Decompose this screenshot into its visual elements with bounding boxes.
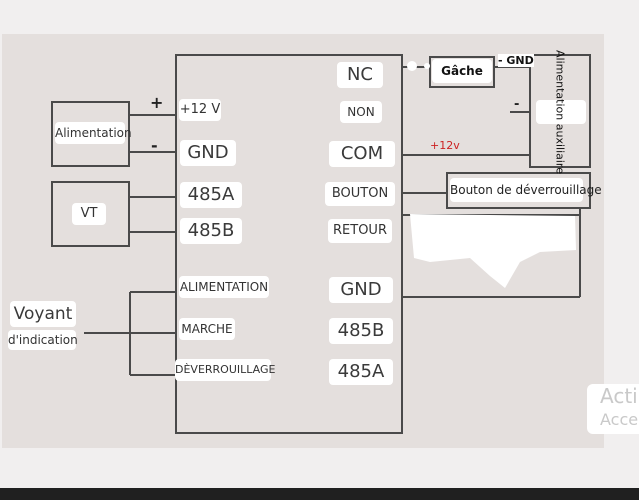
plus12v-red-label: +12v <box>430 139 460 152</box>
terminal-485b-left: 485B <box>180 218 242 244</box>
terminal-485b-right: 485B <box>329 318 393 344</box>
terminal-deverrouillage: DÈVERROUILLAGE <box>175 359 275 381</box>
aux-supply-label: Alimentation auxiliaire <box>553 50 567 174</box>
terminal-bouton: BOUTON <box>325 182 395 206</box>
gache-label: Gâche <box>432 59 492 83</box>
terminal-nc: NC <box>337 62 383 88</box>
bottom-bar <box>0 488 639 500</box>
controller-box <box>175 54 403 434</box>
voyant-label: Voyant <box>10 301 76 327</box>
terminal-12v: +12 V <box>179 99 221 121</box>
terminal-marche: MARCHE <box>179 318 235 340</box>
terminal-485a-right: 485A <box>329 359 393 385</box>
aux-supply-label-bg <box>536 100 586 124</box>
terminal-alimentation: ALIMENTATION <box>179 276 269 298</box>
terminal-gnd-right: GND <box>329 277 393 303</box>
minus-sign: - <box>151 136 158 155</box>
alimentation-label: Alimentation <box>55 122 132 144</box>
terminal-com: COM <box>329 141 395 167</box>
plus-sign: + <box>150 93 164 112</box>
redaction-scribble <box>410 214 576 288</box>
watermark-line2: Acce <box>600 410 639 429</box>
terminal-gnd-left: GND <box>180 140 236 166</box>
unlock-button-label: Bouton de déverrouillage <box>450 178 602 202</box>
alimentation-box <box>51 101 130 167</box>
wire-end-marker <box>407 61 417 71</box>
unlock-button-box <box>446 172 591 209</box>
terminal-485a-left: 485A <box>180 182 242 208</box>
vt-box <box>51 181 130 247</box>
indication-label: d'indication <box>8 330 78 350</box>
wire-end-marker <box>424 63 430 69</box>
vt-label: VT <box>72 203 106 225</box>
gache-box <box>429 56 495 88</box>
gache-gnd-label: - GND <box>498 54 534 67</box>
watermark-line1: Acti <box>600 384 638 408</box>
aux-minus-sign: - <box>514 97 520 112</box>
terminal-non: NON <box>340 101 382 123</box>
watermark-box <box>587 384 639 434</box>
terminal-retour: RETOUR <box>328 219 392 243</box>
